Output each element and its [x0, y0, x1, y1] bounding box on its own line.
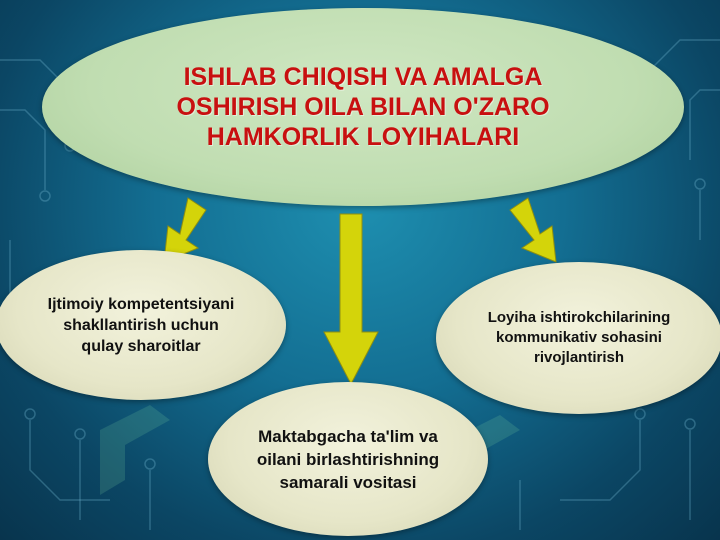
- main-topic-ellipse: ISHLAB CHIQISH VA AMALGA OSHIRISH OILA B…: [42, 8, 684, 206]
- center-node-text: Maktabgacha ta'lim va oilani birlashtiri…: [256, 426, 440, 492]
- right-node-text: Loyiha ishtirokchilarining kommunikativ …: [487, 309, 671, 366]
- arrow-to-right-node: [509, 197, 557, 263]
- left-node-ellipse: Ijtimoiy kompetentsiyani shakllantirish …: [0, 250, 286, 400]
- left-node-text: Ijtimoiy kompetentsiyani shakllantirish …: [47, 295, 235, 355]
- arrow-to-center-node: [323, 213, 379, 386]
- right-node-ellipse: Loyiha ishtirokchilarining kommunikativ …: [436, 262, 720, 414]
- center-node-ellipse: Maktabgacha ta'lim va oilani birlashtiri…: [208, 382, 488, 536]
- main-topic-text: ISHLAB CHIQISH VA AMALGA OSHIRISH OILA B…: [176, 63, 550, 151]
